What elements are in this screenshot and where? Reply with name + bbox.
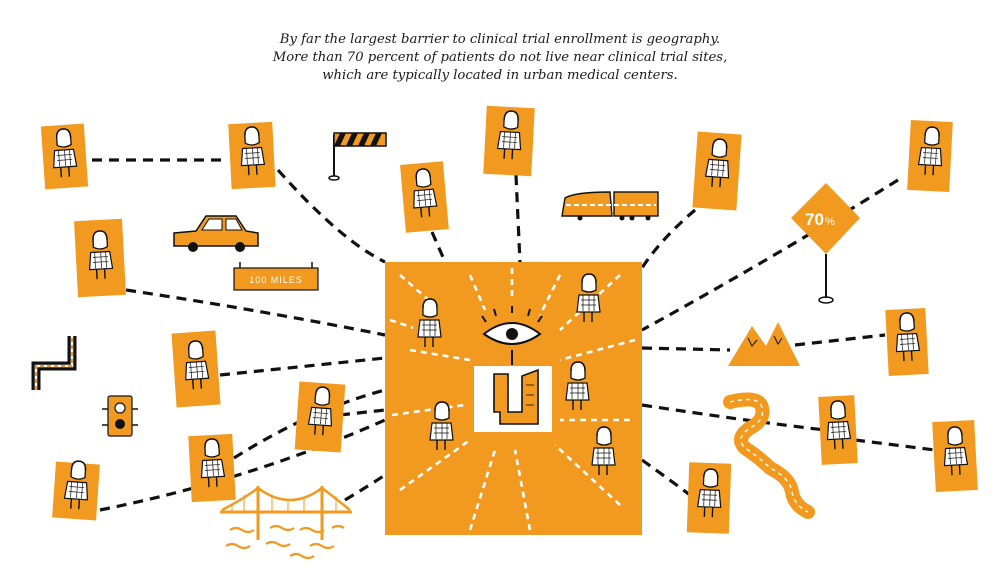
connector-line	[276, 168, 386, 264]
connector-line	[641, 458, 691, 497]
connector-line	[854, 438, 936, 452]
connector-line	[430, 231, 447, 263]
percent-sign-number: 70	[805, 210, 824, 229]
zigzag-road-icon	[31, 336, 77, 390]
eye-icon	[481, 306, 543, 365]
train-icon	[561, 191, 659, 221]
patient-card	[40, 123, 89, 190]
patient-card	[294, 381, 346, 453]
percent-sign: 70 %	[791, 183, 860, 304]
road-barrier-icon	[328, 132, 387, 181]
patient-card	[400, 161, 449, 233]
caption-line-2: More than 70 percent of patients do not …	[272, 50, 728, 65]
patient-card	[228, 121, 276, 190]
patient-cards	[40, 105, 978, 534]
caption-line-3: which are typically located in urban med…	[322, 68, 678, 83]
connector-line	[339, 408, 386, 417]
patient-card	[188, 433, 236, 503]
mountains-icon	[728, 322, 800, 366]
connector-line	[794, 333, 886, 347]
percent-sign-symbol: %	[825, 216, 835, 228]
patient-card	[907, 119, 953, 193]
patient-card	[692, 131, 742, 211]
miles-sign: 100 MILES	[233, 262, 319, 291]
connector-line	[99, 418, 386, 512]
patient-card	[52, 459, 100, 521]
caption: By far the largest barrier to clinical t…	[240, 31, 760, 85]
connector-line	[125, 288, 386, 337]
connector-line	[641, 346, 731, 352]
car-icon	[173, 215, 259, 252]
patient-card	[932, 419, 978, 493]
medical-center	[385, 262, 642, 535]
patient-card	[74, 218, 126, 298]
patient-card	[483, 105, 535, 177]
connector-line	[219, 356, 386, 377]
traffic-light-icon	[102, 395, 138, 437]
patient-card	[885, 307, 929, 377]
bridge-icon	[220, 486, 352, 560]
patient-card	[818, 395, 858, 465]
patient-card	[686, 462, 732, 534]
connector-line	[640, 208, 697, 269]
patient-card	[171, 330, 221, 408]
connector-line	[641, 403, 826, 432]
connector-line	[641, 178, 899, 332]
caption-line-1: By far the largest barrier to clinical t…	[279, 32, 721, 47]
connector-line	[344, 473, 386, 502]
winding-road-icon	[723, 392, 815, 519]
connector-line	[514, 174, 522, 263]
hospital-building	[474, 366, 552, 432]
miles-sign-label: 100 MILES	[249, 275, 303, 285]
